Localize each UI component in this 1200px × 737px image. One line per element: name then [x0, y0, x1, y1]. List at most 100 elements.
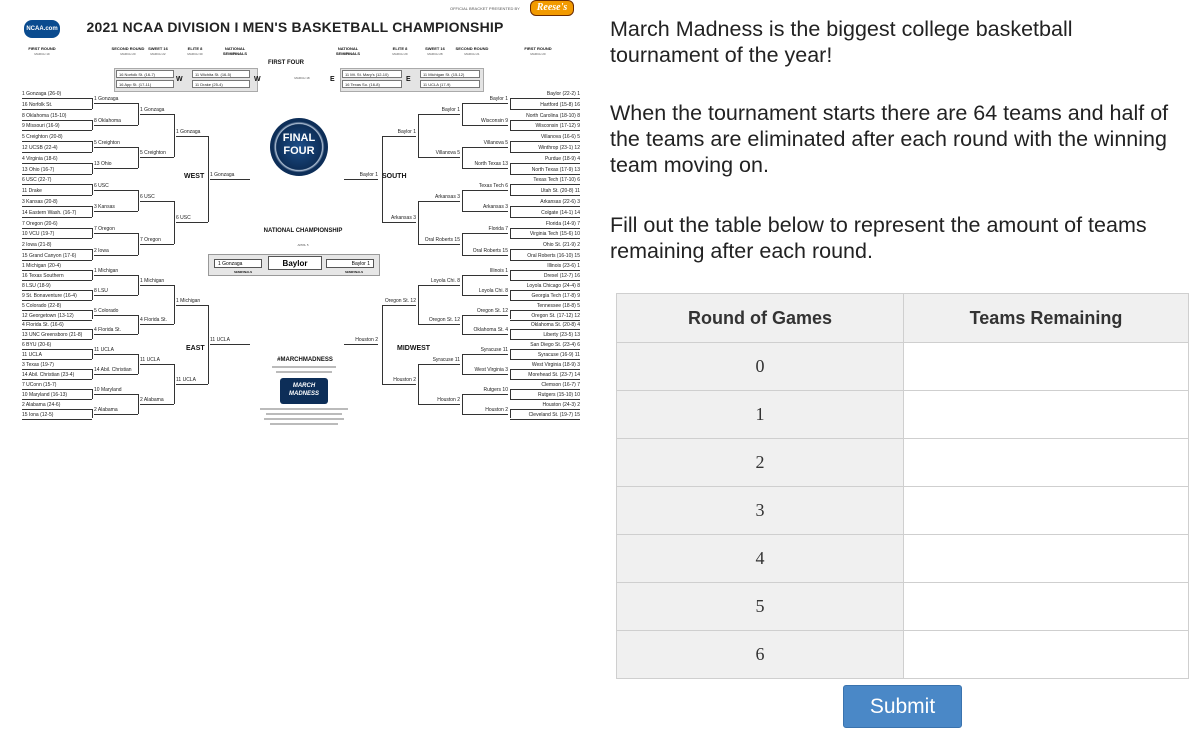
round-date: MARCH 29	[392, 52, 408, 56]
south-first-round-team: Wisconsin (17-12) 9	[510, 123, 580, 132]
west-final-four-team: 1 Gonzaga	[210, 172, 250, 180]
east-first-round-team: 5 Colorado (22-8)	[22, 303, 92, 311]
bracket-connector	[92, 369, 93, 379]
bracket-connector	[462, 146, 463, 169]
west-first-round-team: 9 Missouri (16-9)	[22, 123, 92, 132]
bracket-connector	[174, 284, 175, 325]
table-row: 0	[616, 342, 1189, 391]
first-four-team: 16 Norfolk St. (16-7)	[116, 70, 174, 78]
teams-remaining-input-5[interactable]	[904, 583, 1188, 630]
answer-cell	[903, 390, 1189, 439]
table-row: 3	[616, 486, 1189, 535]
bracket-connector	[138, 103, 139, 125]
west-sweet16-team: 7 Oregon	[140, 237, 174, 245]
south-second-round-team: Wisconsin 9	[462, 118, 508, 126]
east-first-round-team: 1 Michigan (20-4)	[22, 263, 92, 271]
bracket-connector	[174, 200, 175, 244]
teams-remaining-input-1[interactable]	[904, 391, 1188, 438]
midwest-first-round-team: Clemson (16-7) 7	[510, 382, 580, 390]
round-date: MARCH 28	[427, 52, 443, 56]
east-first-round-team: 3 Texas (19-7)	[22, 362, 92, 370]
bracket-connector	[510, 98, 511, 109]
round-date: APRIL 3	[229, 52, 241, 56]
round-cell: 4	[616, 534, 904, 583]
submit-button[interactable]: Submit	[843, 685, 962, 728]
bracket-connector	[92, 227, 93, 239]
round-date: MARCH 20	[530, 52, 546, 56]
table-row: 1	[616, 390, 1189, 439]
bracket-connector	[92, 349, 93, 360]
south-final-four-team: Baylor 1	[344, 172, 378, 180]
midwest-second-round-team: Illinois 1	[462, 268, 508, 276]
west-first-round-team: 4 Virginia (18-6)	[22, 156, 92, 164]
south-first-round-team: North Carolina (18-10) 8	[510, 113, 580, 121]
south-elite8-team: Arkansas 3	[382, 215, 416, 224]
first-four-region-letter: E	[406, 76, 411, 83]
teams-remaining-input-2[interactable]	[904, 439, 1188, 486]
first-four-date: MARCH 18	[294, 76, 310, 80]
fine-print	[260, 408, 348, 410]
midwest-first-round-team: Syracuse (16-9) 11	[510, 352, 580, 361]
east-second-round-team: 1 Michigan	[94, 268, 138, 276]
east-first-round-team: 8 LSU (18-9)	[22, 283, 92, 291]
east-second-round-team: 11 UCLA	[94, 347, 138, 356]
south-first-round-team: Baylor (22-2) 1	[510, 91, 580, 99]
midwest-second-round-team: Syracuse 11	[462, 347, 508, 356]
bracket-connector	[92, 309, 93, 320]
midwest-first-round-team: West Virginia (18-9) 3	[510, 362, 580, 370]
midwest-second-round-team: Houston 2	[462, 407, 508, 415]
midwest-first-round-team: Tennessee (18-8) 5	[510, 303, 580, 311]
round-label: ELITE 8	[187, 46, 203, 51]
intro-paragraph-3: Fill out the table below to represent th…	[610, 213, 1147, 263]
bracket-connector	[462, 314, 463, 335]
bracket-connector	[138, 146, 139, 169]
bracket-connector	[510, 141, 511, 152]
teams-remaining-input-4[interactable]	[904, 535, 1188, 582]
round-cell: 3	[616, 486, 904, 535]
table-row: 4	[616, 534, 1189, 583]
south-sweet16-team: Villanova 5	[418, 150, 460, 159]
west-first-round-team: 11 Drake	[22, 188, 92, 197]
south-first-round-team: Hartford (15-8) 16	[510, 102, 580, 110]
south-first-round-team: Virginia Tech (15-6) 10	[510, 231, 580, 240]
bracket-connector	[510, 289, 511, 300]
bracket-connector	[138, 314, 139, 335]
fine-print	[272, 366, 336, 368]
round-cell: 2	[616, 438, 904, 487]
round-date: MARCH 19	[34, 52, 50, 56]
midwest-first-round-team: Cleveland St. (19-7) 15	[510, 412, 580, 420]
west-second-round-team: 6 USC	[94, 183, 138, 191]
table-row: 6	[616, 630, 1189, 679]
west-second-round-team: 2 Iowa	[94, 248, 138, 256]
midwest-first-round-team: Morehead St. (23-7) 14	[510, 372, 580, 380]
south-first-round-team: Purdue (18-9) 4	[510, 156, 580, 164]
west-sweet16-team: 1 Gonzaga	[140, 107, 174, 116]
region-south: SOUTH	[382, 173, 407, 180]
east-first-round-team: 15 Iona (12-5)	[22, 412, 92, 420]
teams-remaining-input-6[interactable]	[904, 631, 1188, 678]
south-second-round-team: Texas Tech 6	[462, 183, 508, 191]
first-four-team: 11 Michigan St. (15-12)	[420, 70, 480, 78]
east-elite8-team: 1 Michigan	[176, 298, 208, 306]
bracket-connector	[510, 309, 511, 320]
midwest-first-round-team: Illinois (23-6) 1	[510, 263, 580, 271]
teams-remaining-input-0[interactable]	[904, 343, 1188, 390]
teams-remaining-input-3[interactable]	[904, 487, 1188, 534]
first-four-region-letter: W	[254, 76, 261, 83]
bracket-connector	[418, 114, 419, 158]
final-left-team: 1 Gonzaga	[214, 259, 262, 268]
bracket-connector	[510, 349, 511, 360]
west-first-round-team: 5 Creighton (20-8)	[22, 134, 92, 143]
east-second-round-team: 4 Florida St.	[94, 327, 138, 336]
west-first-round-team: 12 UCSB (22-4)	[22, 145, 92, 153]
south-second-round-team: Arkansas 3	[462, 204, 508, 213]
bracket-connector	[174, 364, 175, 404]
fine-print	[276, 371, 332, 373]
west-second-round-team: 1 Gonzaga	[94, 96, 138, 105]
south-first-round-team: Florida (14-9) 7	[510, 221, 580, 229]
semifinal-label-left: SEMIFINALS	[234, 270, 253, 274]
midwest-second-round-team: West Virginia 3	[462, 367, 508, 375]
south-first-round-team: Villanova (16-6) 5	[510, 134, 580, 143]
west-second-round-team: 8 Oklahoma	[94, 118, 138, 126]
midwest-first-round-team: Oregon St. (17-12) 12	[510, 313, 580, 321]
